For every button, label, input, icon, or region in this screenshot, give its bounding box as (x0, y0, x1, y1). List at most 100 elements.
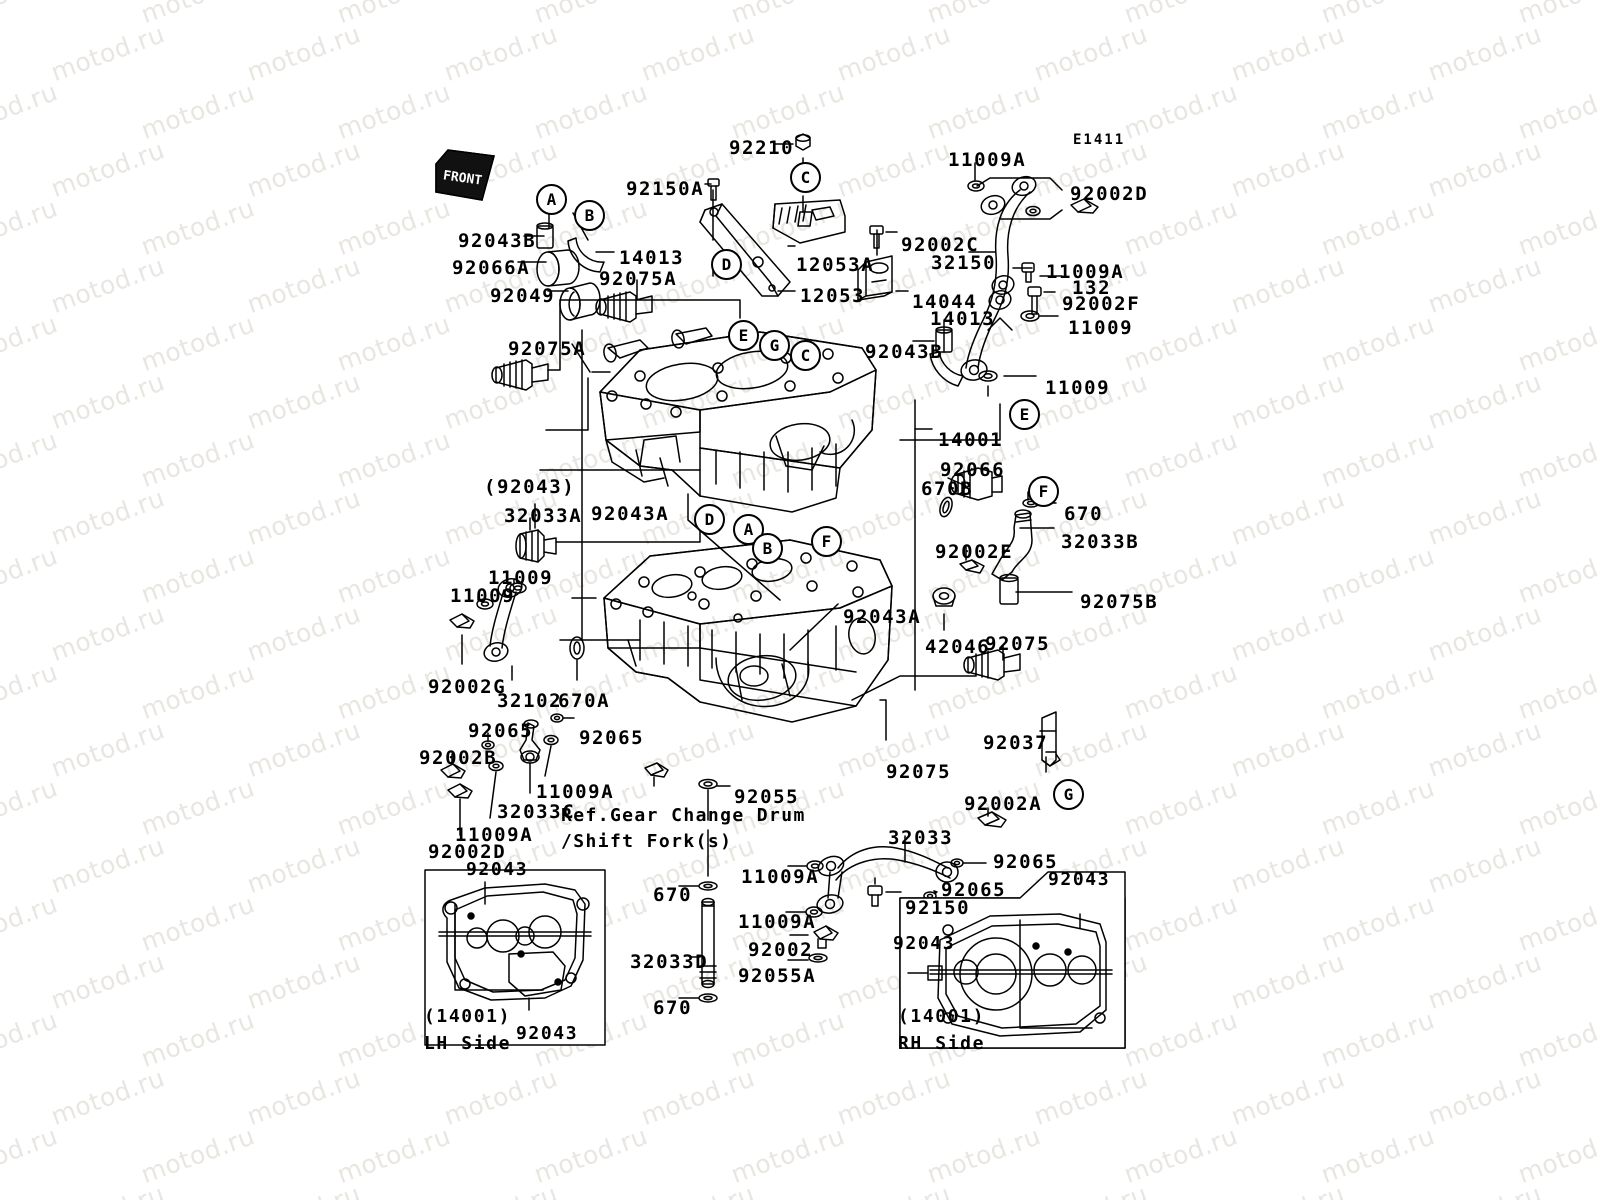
part-label-14044: 14044 (912, 291, 978, 313)
part-label-92065-1: 92065 (468, 720, 534, 742)
part-92210-nut (795, 133, 811, 151)
inset-lh-label-1: 92043 (466, 859, 529, 880)
part-92002g-bolt (449, 613, 475, 629)
part-label-11009a-4: 11009A (455, 824, 534, 846)
part-label-92043: (92043) (484, 476, 576, 498)
part-label-92065-3: 92065 (993, 851, 1059, 873)
part-32033a-fitting (515, 529, 557, 563)
part-label-11009a-3: 11009A (536, 781, 615, 803)
part-label-92002a: 92002A (964, 793, 1043, 815)
part-label-92075b: 92075B (1080, 591, 1159, 613)
part-11009a-washer-l2 (488, 760, 504, 772)
inset-lh-title: (14001) LH Side (424, 1006, 512, 1054)
part-92066-fitting (950, 467, 1003, 501)
part-label-14013-1: 14013 (619, 247, 685, 269)
part-label-92002b: 92002B (419, 747, 498, 769)
part-11009a-washer-2 (1025, 205, 1041, 217)
key-letter-c-2: C (790, 162, 821, 193)
part-92002f-bolt (1027, 286, 1042, 315)
part-label-92043a-1: 92043A (591, 503, 670, 525)
key-letter-d-8: D (694, 504, 725, 535)
key-letter-c-6: C (790, 340, 821, 371)
front-direction-marker: FRONT (432, 146, 498, 210)
part-32033-oil-pipe (816, 835, 959, 914)
part-92075b-damper (999, 573, 1019, 605)
inset-lh-side (424, 869, 606, 1046)
part-14013-bearing-half-2 (929, 351, 964, 387)
inset-rh-label-1: 92043 (1048, 869, 1111, 890)
part-label-132: 132 (1072, 277, 1112, 299)
part-label-670-1: 670 (653, 884, 693, 906)
key-letter-f-12: F (1028, 476, 1059, 507)
part-label-92150: 92150 (905, 897, 971, 919)
part-label-12053a: 12053A (796, 254, 875, 276)
inset-rh-label-2: 92043 (893, 933, 956, 954)
part-92066a-seal (536, 249, 580, 287)
part-92002b-bolt-1 (440, 763, 466, 779)
part-label-14013-2: 14013 (930, 308, 996, 330)
part-label-11009a-1: 11009A (948, 149, 1027, 171)
part-label-11009-3: 11009 (488, 567, 554, 589)
inset-rh-side (899, 871, 1126, 1049)
part-92002b-bolt-2 (447, 783, 473, 799)
part-92055-oring (698, 778, 718, 790)
part-32102-oil-pipe (483, 578, 523, 662)
part-42046-plug (932, 587, 956, 607)
part-92075-damper-r (963, 649, 1021, 681)
part-label-92075a-1: 92075A (599, 268, 678, 290)
part-label-11009a-2: 11009A (1046, 261, 1125, 283)
part-11009a-washer-l1 (543, 734, 559, 746)
part-label-92055: 92055 (734, 786, 800, 808)
part-label-11009-4: 11009 (450, 585, 516, 607)
part-label-92043b-1: 92043B (458, 230, 537, 252)
part-11009a-washer-top (967, 180, 985, 192)
part-label-32033c: 32033C (497, 801, 576, 823)
part-label-92002d-2: 92002D (428, 841, 507, 863)
upper-crankcase-half (599, 327, 877, 513)
part-11009-washer-l2 (476, 598, 494, 610)
part-label-11009a-6: 11009A (738, 911, 817, 933)
part-label-92037: 92037 (983, 732, 1049, 754)
part-label-92002c: 92002C (901, 234, 980, 256)
part-label-92075-1: 92075 (985, 633, 1051, 655)
part-14044-bracket (857, 255, 893, 301)
part-label-670b: 670B (921, 478, 974, 500)
key-letter-a-0: A (536, 184, 567, 215)
part-11009a-washer-b1 (806, 860, 824, 872)
part-label-32033a: 32033A (504, 505, 583, 527)
part-92002e-bolt (959, 559, 985, 574)
key-letter-b-10: B (752, 533, 783, 564)
part-12053-chain-guide (699, 203, 791, 297)
part-92065-washer-l2 (550, 713, 564, 723)
part-92075a-damper-1 (595, 291, 653, 323)
part-label-92210: 92210 (729, 137, 795, 159)
part-92150-bolt-bottom (867, 877, 883, 907)
part-label-92066: 92066 (940, 459, 1006, 481)
key-letter-e-4: E (728, 320, 759, 351)
part-label-92002f: 92002F (1062, 293, 1141, 315)
part-92037-clamp (1041, 711, 1061, 767)
part-132-bolt (1021, 262, 1035, 283)
part-92043b-dowel (536, 222, 554, 249)
part-label-11009-2: 11009 (1045, 377, 1111, 399)
part-670-oring-1 (698, 881, 718, 891)
part-12053a-guide (772, 199, 846, 244)
part-670b-oring (939, 496, 953, 518)
key-letter-b-1: B (574, 200, 605, 231)
part-label-32033b: 32033B (1061, 531, 1140, 553)
part-bolt-ref (644, 762, 669, 787)
part-label-92075-2: 92075 (886, 761, 952, 783)
svg-text:FRONT: FRONT (442, 168, 483, 188)
part-92049-oring (559, 282, 601, 321)
part-92075a-damper-2 (491, 359, 549, 391)
part-11009-washer-2 (978, 370, 998, 382)
part-11009-washer-1 (1020, 310, 1040, 322)
part-label-92002: 92002 (748, 939, 814, 961)
key-letter-e-7: E (1009, 399, 1040, 430)
key-letter-f-11: F (811, 526, 842, 557)
reference-note: Ref.Gear Change Drum /Shift Fork(s) (561, 805, 806, 853)
part-label-92002d-1: 92002D (1070, 183, 1149, 205)
diagram-code: E1411 (1073, 132, 1126, 148)
part-label-670: 670 (1064, 503, 1104, 525)
key-letter-g-13: G (1053, 779, 1084, 810)
